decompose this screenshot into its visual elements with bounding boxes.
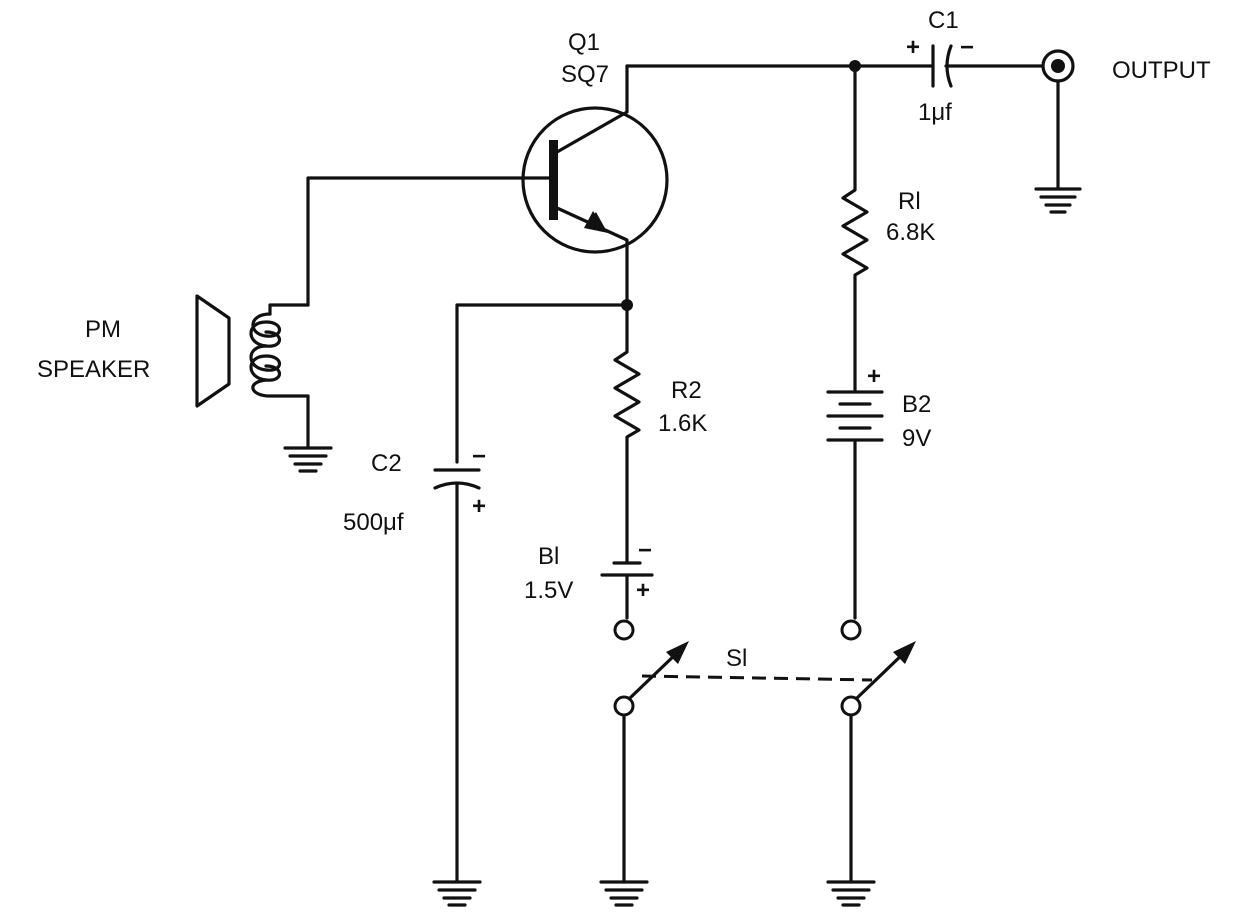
c2-minus-sign: − [472,443,486,470]
b1-ref-label: Bl [538,543,559,570]
q1-ref-label: Q1 [568,29,600,56]
r1-value-label: 6.8K [886,219,935,246]
capacitor-c1 [931,44,1045,88]
c1-minus-sign: − [960,34,974,61]
c1-plus-sign: + [906,34,920,61]
c1-ref-label: C1 [928,7,959,34]
speaker-pm [195,294,310,448]
r2-ref-label: R2 [671,377,702,404]
b2-plus-sign: + [867,363,881,390]
battery-b2 [826,390,884,620]
c2-ref-label: C2 [371,450,402,477]
s1-terminal-b2-top [840,619,862,641]
c2-plus-sign: + [472,493,486,520]
b1-plus-sign: + [636,577,650,604]
output-label: OUTPUT [1112,57,1211,84]
ground-symbol-s1-right [826,880,876,907]
s1-ref-label: Sl [726,645,747,672]
resistor-r2 [613,303,641,564]
speaker-label-line1: PM [85,316,121,343]
resistor-r1 [841,176,869,392]
emitter-to-c2-wire [455,303,629,464]
ground-symbol-speaker [283,446,333,473]
r2-value-label: 1.6K [658,410,707,437]
b2-ref-label: B2 [902,391,931,418]
ground-symbol-c2 [432,880,482,907]
b1-minus-sign: − [638,537,652,564]
base-wire [306,176,551,307]
c2-value-label: 500μf [343,509,404,536]
speaker-label-line2: SPEAKER [37,356,150,383]
s1-terminal-b1-top [613,619,635,641]
ground-symbol-s1-left [599,880,649,907]
transistor-q1 [521,64,669,307]
switch-s1 [613,641,916,882]
output-jack [1041,49,1075,189]
ground-symbol-output [1034,187,1082,214]
q1-value-label: SQ7 [561,61,609,88]
battery-b1 [600,561,654,620]
c1-value-label: 1μf [918,99,952,126]
b1-value-label: 1.5V [524,577,573,604]
capacitor-c2 [433,468,481,882]
r1-ref-label: Rl [898,188,921,215]
b2-value-label: 9V [902,425,931,452]
